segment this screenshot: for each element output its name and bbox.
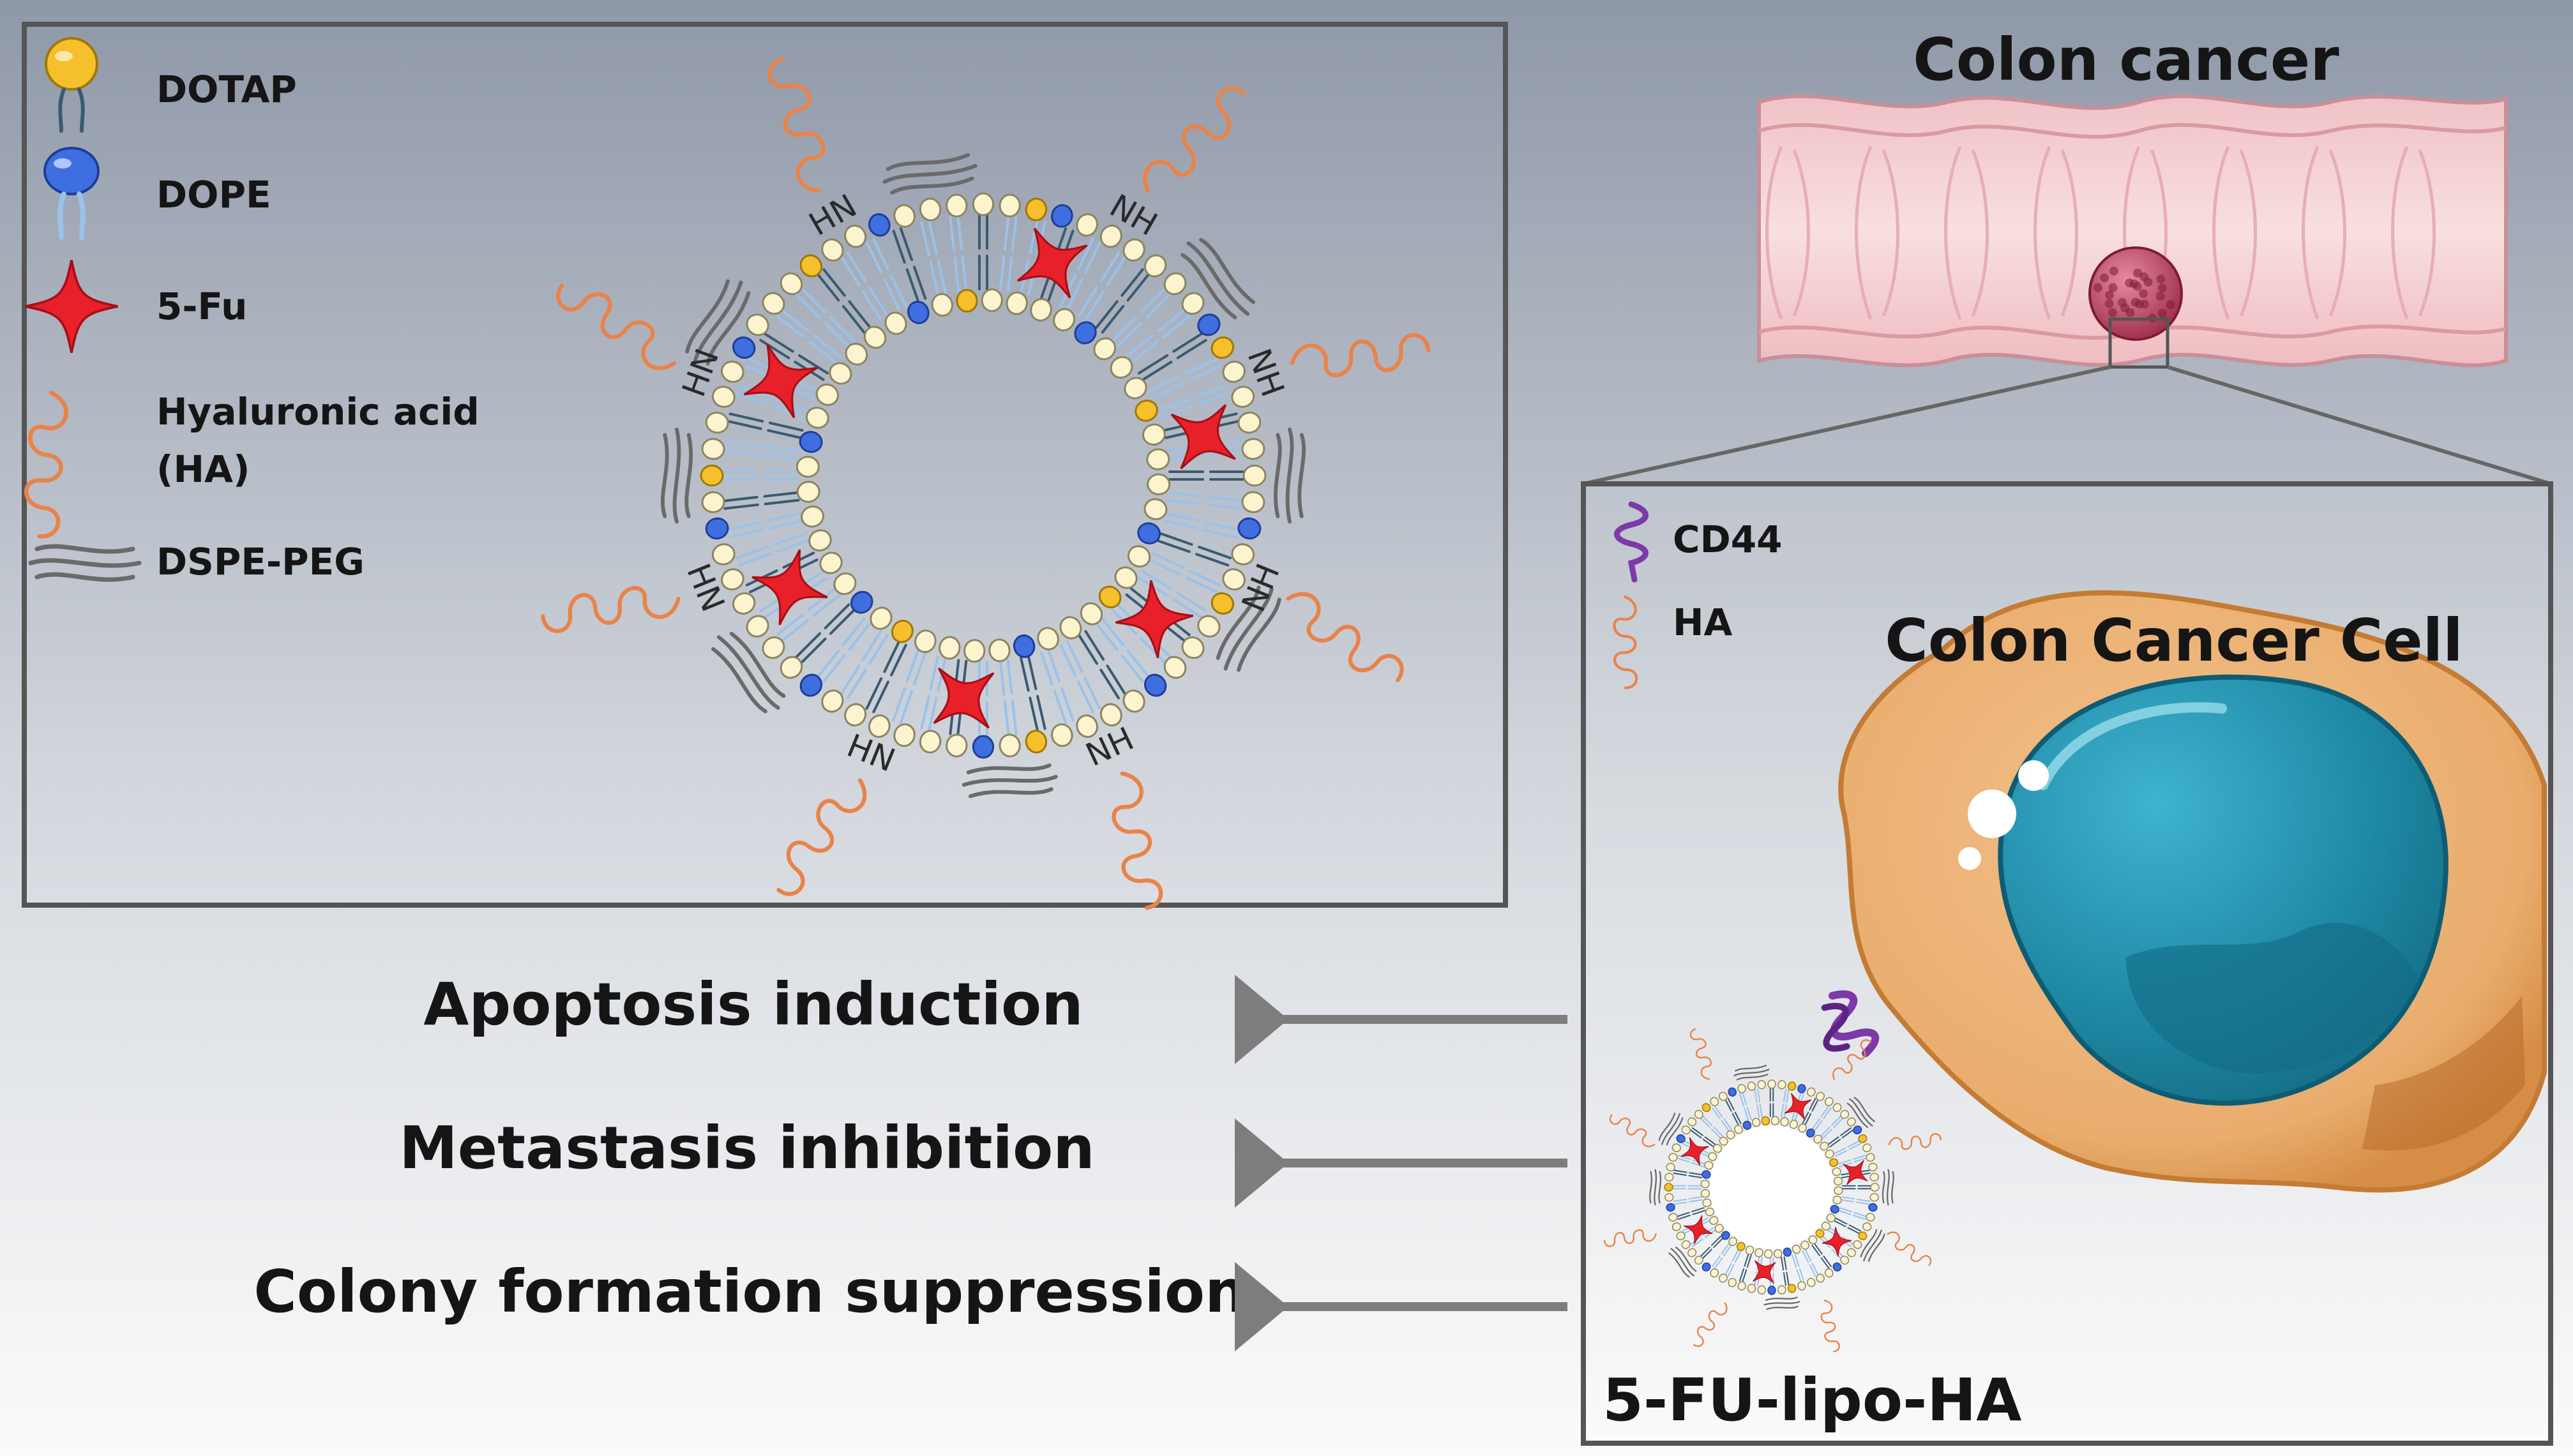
cd44-receptor (1821, 990, 1880, 1058)
cd44-receptor-icon (1614, 501, 1649, 583)
nanoparticle-label: 5-FU-lipo-HA (1603, 1366, 2021, 1434)
dope-lipid-icon (43, 147, 100, 240)
liposome-structure-panel (22, 22, 1508, 908)
effect-apoptosis-induction: Apoptosis induction (423, 970, 1083, 1039)
colon-cancer-cell-label: Colon Cancer Cell (1885, 606, 2463, 675)
legend-label-dotap: DOTAP (156, 68, 297, 111)
legend-label-ha-abbrev: (HA) (156, 447, 250, 491)
nucleus (1998, 674, 2448, 1106)
effect-colony-formation-suppression: Colony formation suppression (253, 1257, 1246, 1326)
lipid-heads (700, 192, 1267, 759)
legend-label-ha: Hyaluronic acid (156, 390, 479, 433)
lipid-heads (1664, 1079, 1880, 1295)
tumor-mass (2088, 246, 2183, 341)
legend-label-dope: DOPE (156, 173, 271, 216)
dotap-lipid-icon (45, 37, 98, 133)
legend: DOTAP DOPE 5-Fu Hyaluronic acid (HA) DSP… (10, 37, 479, 583)
zoom-line-left (1583, 365, 2111, 486)
zoom-box (2108, 317, 2169, 369)
cd44-legend-label: CD44 (1673, 518, 1782, 561)
lipid-tails (721, 214, 1245, 737)
effect-metastasis-inhibition: Metastasis inhibition (399, 1114, 1095, 1182)
ha-legend-label: HA (1673, 601, 1733, 644)
mini-nanoparticle (1603, 1026, 1943, 1354)
zoom-line-right (2167, 365, 2551, 486)
legend-label-dspe-peg: DSPE-PEG (156, 540, 365, 583)
legend-label-5fu: 5-Fu (156, 285, 247, 328)
colon-cancer-title: Colon cancer (1913, 26, 2339, 94)
vesicles (1958, 760, 2049, 870)
